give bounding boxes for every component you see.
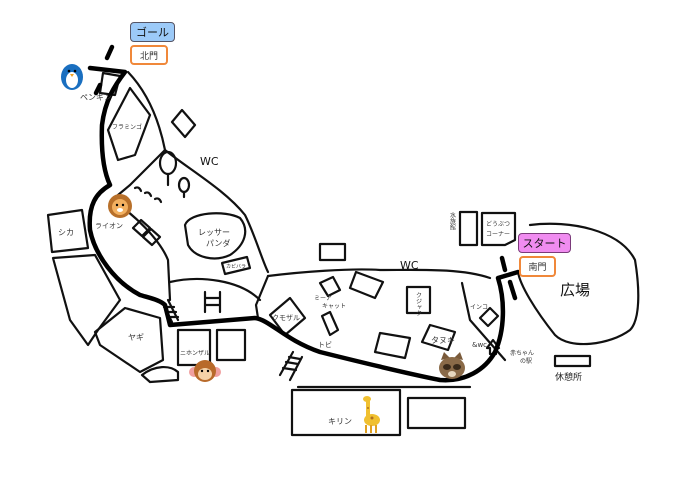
route-path — [87, 65, 521, 383]
south-gate-mark — [499, 255, 518, 301]
label-penguin: ペンギン — [80, 93, 112, 102]
label-japanese-macaque: ニホンザル — [180, 350, 210, 357]
penguin-icon — [61, 64, 83, 90]
label-plaza: 広場 — [560, 281, 590, 299]
monkey-icon — [189, 360, 221, 382]
map-labels: ペンギン フラミンゴ WC ライオン シカ レッサー パンダ カピバラ ヤギ ニ… — [58, 93, 590, 426]
label-deer: シカ — [58, 228, 74, 237]
north-gate-mark — [93, 44, 115, 96]
label-wc-center: WC — [400, 259, 419, 272]
goal-button[interactable]: ゴール — [130, 22, 175, 42]
label-peacock: クジャク — [415, 292, 422, 316]
label-baby-station-2: の駅 — [520, 358, 532, 365]
label-giraffe: キリン — [328, 417, 352, 426]
label-goat: ヤギ — [128, 333, 144, 342]
label-parakeet: インコ — [470, 304, 488, 311]
label-kite: トビ — [318, 340, 332, 349]
lion-icon — [108, 194, 132, 218]
label-animal-corner-2: コーナー — [486, 231, 510, 238]
label-animal-corner-1: どうぶつ — [486, 220, 510, 228]
raccoon-dog-icon — [439, 352, 465, 379]
label-capybara: カピバラ — [226, 264, 246, 270]
label-rest-area: 休憩所 — [555, 371, 582, 383]
label-wc-north: WC — [200, 155, 219, 168]
label-and-wc: &wc — [472, 341, 487, 349]
giraffe-icon — [363, 396, 380, 433]
label-lion: ライオン — [95, 222, 123, 230]
south-gate-button[interactable]: 南門 — [519, 256, 556, 277]
label-raccoon-dog: タヌキ — [431, 336, 455, 345]
label-baby-station-1: 赤ちゃん — [510, 350, 534, 357]
label-flamingo: フラミンゴ — [112, 123, 142, 131]
label-meerkat-2: キャット — [322, 303, 346, 310]
north-gate-button[interactable]: 北門 — [130, 45, 168, 65]
label-red-panda-2: パンダ — [206, 238, 230, 248]
label-red-panda-1: レッサー — [198, 228, 230, 237]
label-aquarium: 水族館 — [449, 211, 456, 231]
label-meerkat-1: ミーア — [314, 295, 332, 302]
start-button[interactable]: スタート — [518, 233, 571, 253]
label-spider-monkey: クモザル — [272, 314, 300, 322]
